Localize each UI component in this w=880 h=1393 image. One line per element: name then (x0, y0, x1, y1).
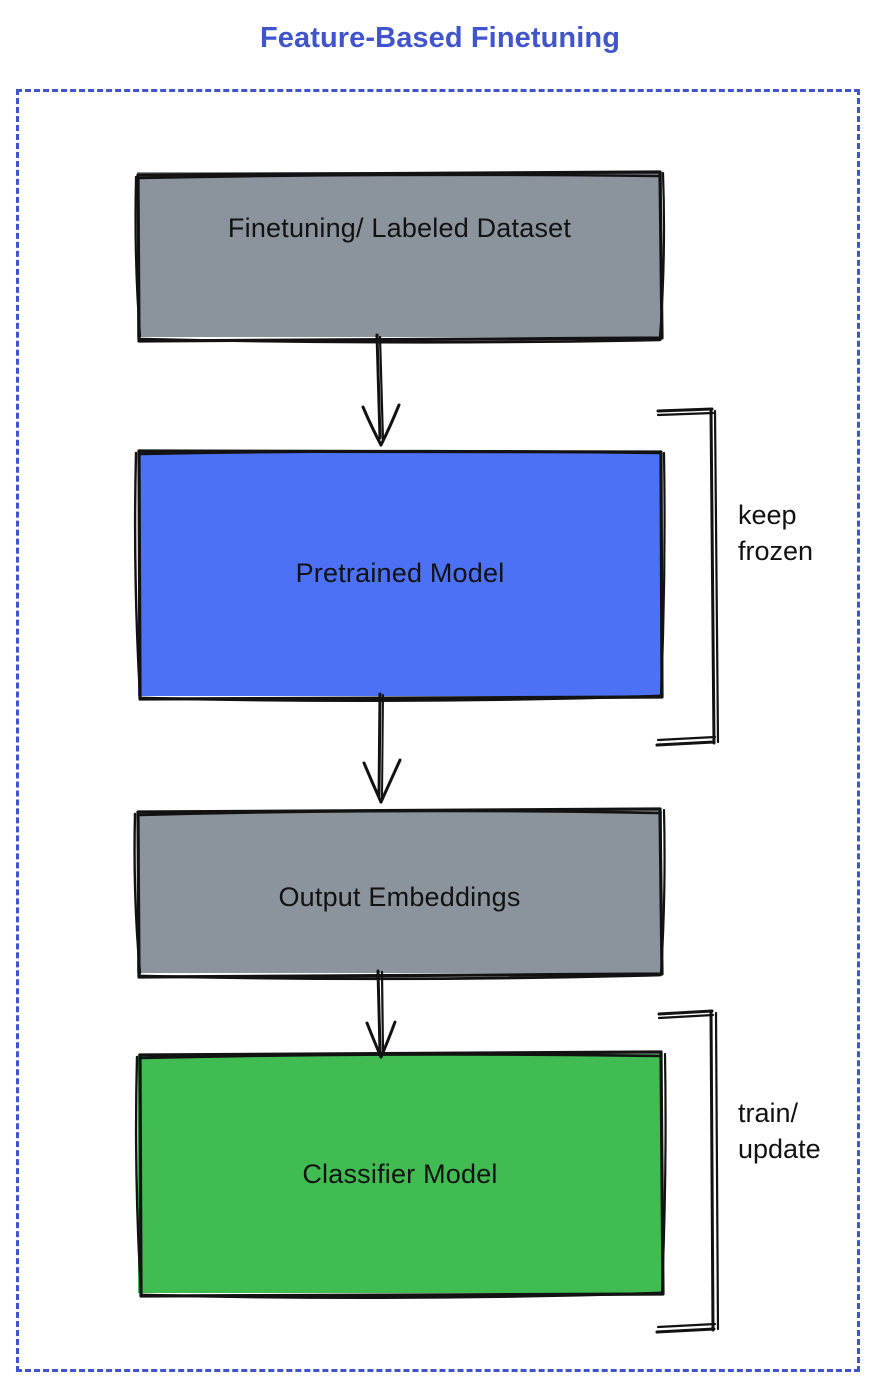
node-label: Finetuning/ Labeled Dataset (227, 213, 572, 243)
node-label: Classifier Model (302, 1159, 498, 1189)
page-title: Feature-Based Finetuning (259, 22, 621, 54)
bracket-train-update-icon (655, 1009, 720, 1334)
annotation-train-update: train/update (738, 1095, 821, 1167)
node-classifier-model[interactable]: Classifier Model (134, 1050, 667, 1299)
node-label: Pretrained Model (295, 558, 505, 588)
node-label: Output Embeddings (278, 881, 521, 912)
node-output-embeddings[interactable]: Output Embeddings (133, 807, 666, 981)
down-arrow-icon (361, 333, 401, 447)
dashed-group-frame (16, 89, 860, 1372)
annotation-keep-frozen: keep frozen (738, 497, 813, 569)
annotation-line-1: train/ (738, 1098, 799, 1128)
node-fill-gray (137, 172, 662, 337)
down-arrow-icon (365, 969, 397, 1059)
annotation-line-2: frozen (738, 536, 814, 566)
node-pretrained-model[interactable]: Pretrained Model (133, 449, 666, 702)
annotation-line-2: update (738, 1134, 821, 1164)
down-arrow-icon (362, 692, 402, 804)
annotation-line-1: keep (738, 500, 797, 530)
bracket-keep-frozen-icon (655, 407, 720, 747)
node-finetuning-labeled-dataset[interactable]: Finetuning/ Labeled Dataset (134, 170, 666, 344)
